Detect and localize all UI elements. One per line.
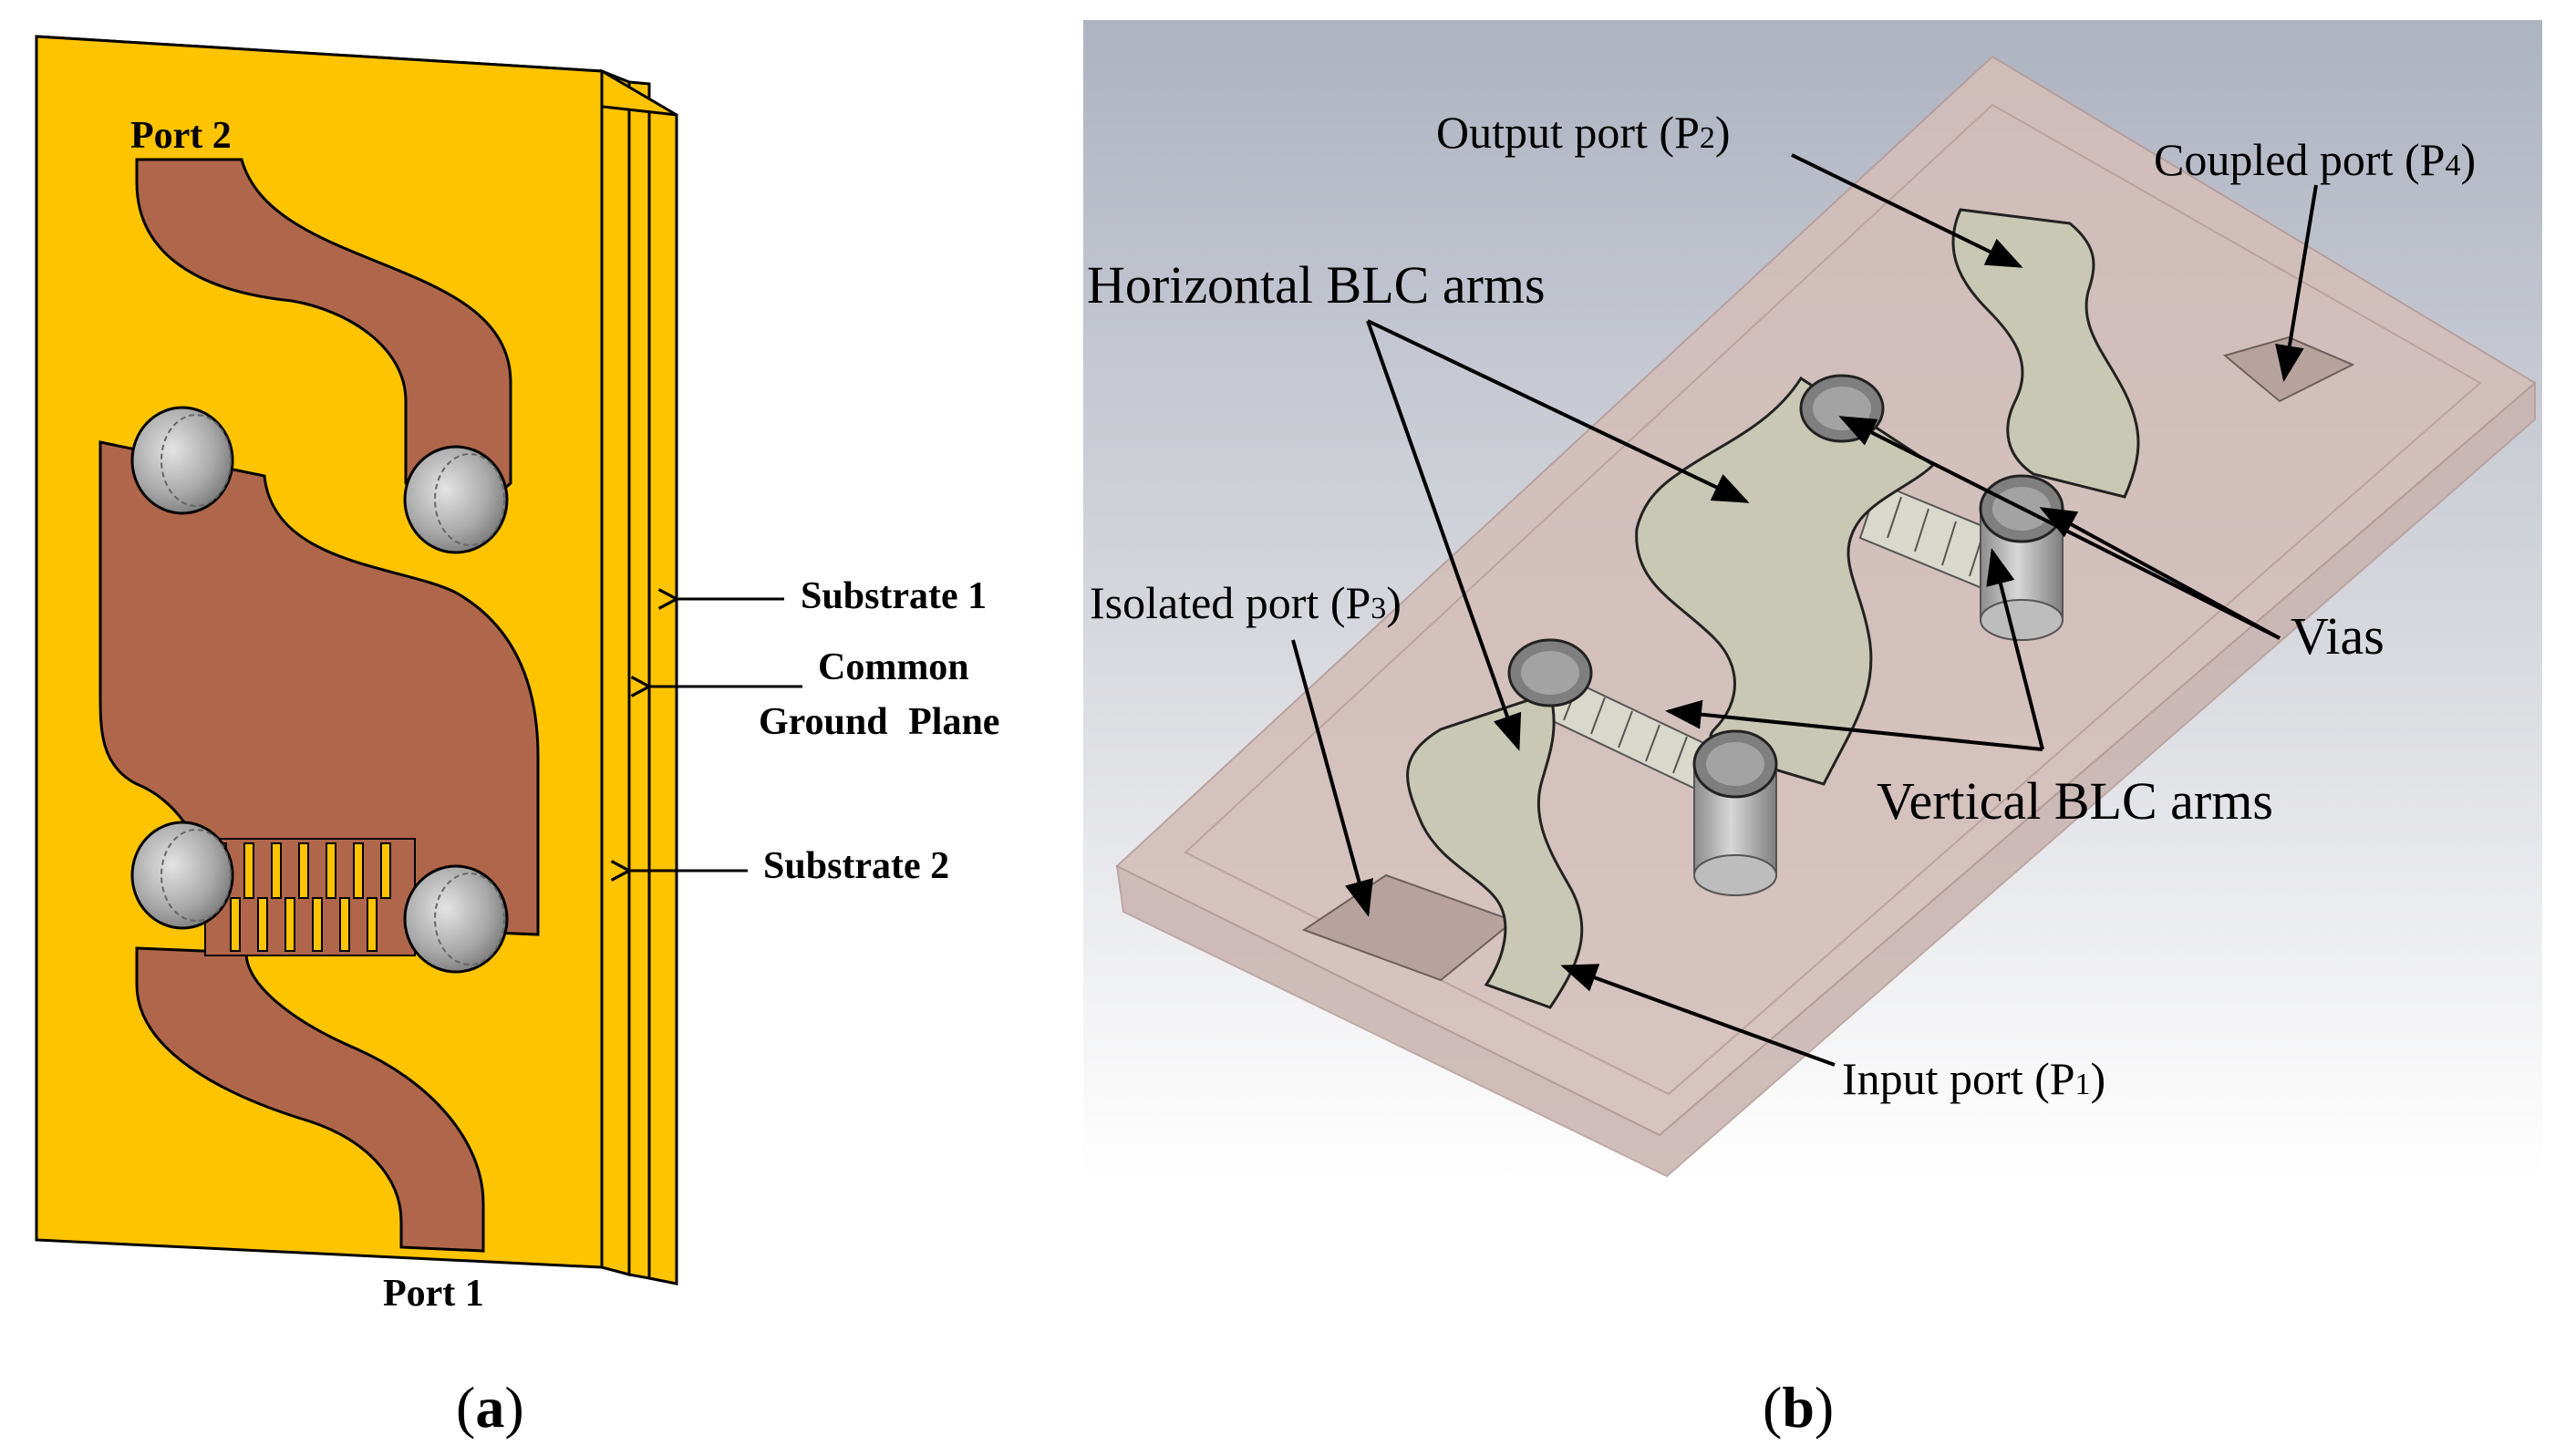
substrate-2-side: [600, 68, 631, 1276]
arrow-vertical-1: [1665, 699, 2043, 751]
via-top-left: [130, 406, 234, 515]
port1-trace: [135, 946, 485, 1253]
label-ground-plane: Ground Plane: [759, 701, 999, 743]
arrow-vertical-2: [1986, 548, 2044, 750]
via-bottom-right: [403, 864, 509, 974]
board-inner-outline: [1184, 103, 2482, 1096]
arrow-isolated-port: [1291, 639, 1373, 917]
label-isolated-port: Isolated port (P3): [1090, 577, 1402, 628]
label-vias: Vias: [2291, 606, 2384, 666]
label-substrate-2: Substrate 2: [763, 845, 949, 887]
middle-trace: [98, 440, 540, 936]
caption-b: (b): [1763, 1375, 1834, 1440]
via-bottom-left: [130, 821, 234, 930]
caption-a: (a): [456, 1375, 524, 1440]
arrow-output-port: [1791, 153, 2023, 268]
interdigital-capacitor: [204, 838, 416, 956]
label-port1: Port 1: [383, 1273, 484, 1315]
arrow-horizontal-1: [1367, 319, 1750, 503]
via-b-lower-left: [1507, 638, 1593, 707]
label-common: Common: [818, 646, 969, 688]
label-input-port: Input port (P1): [1842, 1053, 2105, 1104]
label-vertical-arms: Vertical BLC arms: [1877, 771, 2273, 831]
panel-b: Output port (P2) Coupled port (P4) Horiz…: [1083, 20, 2542, 1440]
label-output-port: Output port (P2): [1436, 107, 1731, 158]
label-substrate-1: Substrate 1: [801, 575, 987, 617]
label-port2: Port 2: [130, 115, 232, 157]
arrow-vias-2: [2039, 507, 2281, 640]
common-ground-plane-side: [627, 80, 651, 1280]
substrate-1-side: [647, 106, 678, 1286]
via-top-right: [403, 445, 509, 554]
output-trace: [1951, 208, 2140, 499]
panel-a: Port 2 Port 1 Substrate 1 Common Ground …: [35, 35, 999, 1440]
via-b-lower-right: [1692, 729, 1778, 896]
arrow-horizontal-2: [1366, 320, 1522, 751]
input-trace: [1406, 691, 1584, 1009]
arrow-coupled-port: [2275, 184, 2318, 382]
label-horizontal-arms: Horizontal BLC arms: [1087, 255, 1546, 315]
arrow-input-port: [1560, 964, 1836, 1067]
label-coupled-port: Coupled port (P4): [2154, 134, 2476, 185]
